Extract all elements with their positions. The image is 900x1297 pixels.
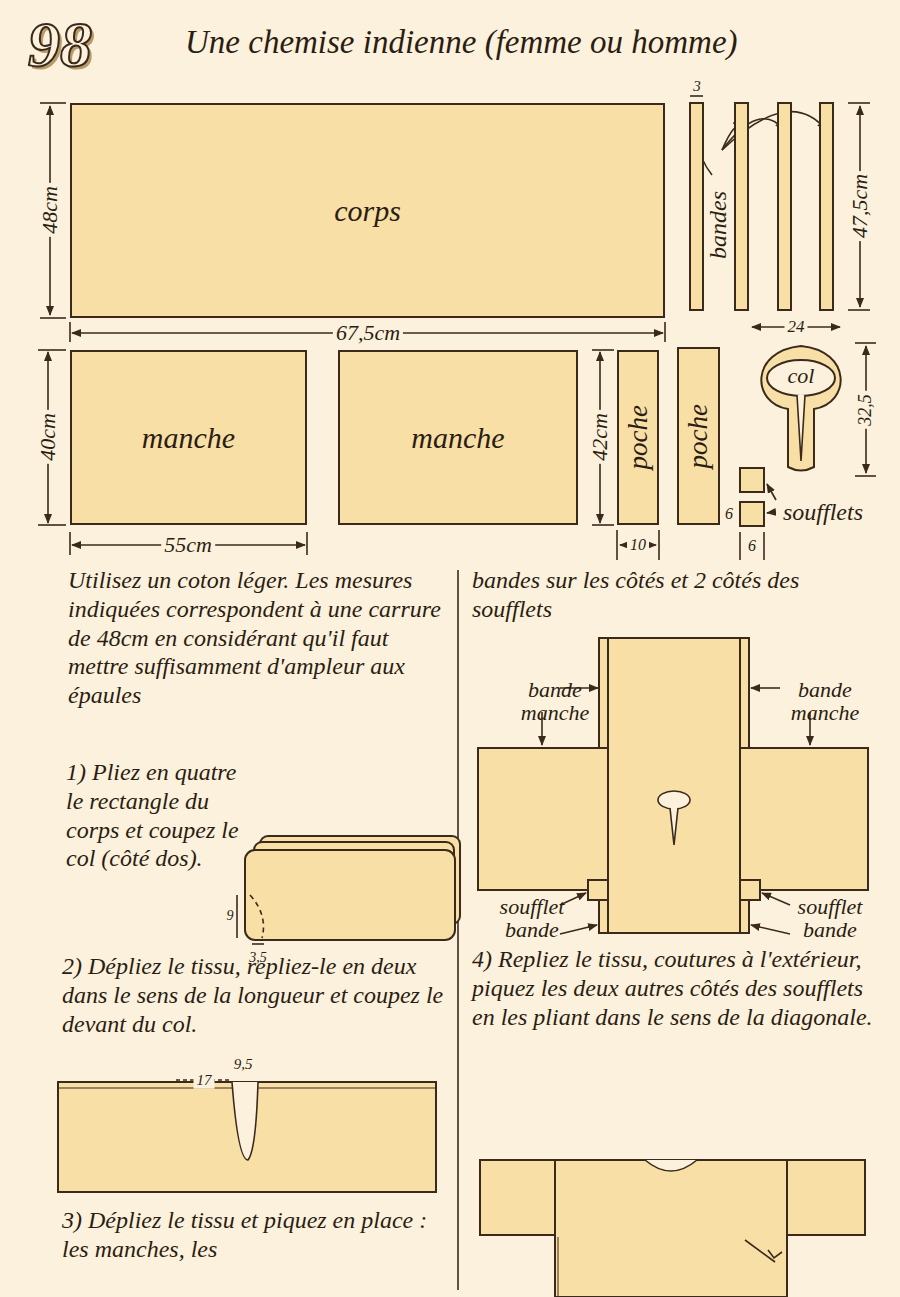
- dimension-label: 6: [748, 537, 756, 555]
- instruction-text: 2) Dépliez le tissu, repliez-le en deux …: [62, 952, 450, 1038]
- pattern-piece: poche: [617, 350, 659, 525]
- pattern-piece: manche: [338, 350, 578, 525]
- page-title: Une chemise indienne (femme ou homme): [185, 24, 738, 61]
- instruction-text: 3) Dépliez le tissu et piquez en place :…: [62, 1206, 452, 1264]
- dimension-label: 48cm: [38, 183, 62, 237]
- piece-name: poche: [622, 405, 654, 469]
- dimension-label: 24: [785, 318, 808, 337]
- dimension-label: soufflet bande: [790, 895, 870, 941]
- dimension-label: 40cm: [36, 410, 60, 464]
- dimension-label: 42cm: [588, 410, 612, 464]
- piece-name: poche: [682, 404, 714, 468]
- piece-name: manche: [142, 420, 235, 456]
- instruction-text: 4) Repliez le tissu, coutures à l'extéri…: [472, 945, 884, 1031]
- dimension-label: 6: [725, 505, 733, 523]
- dimension-label: 10: [627, 536, 649, 554]
- dimension-label: bande manche: [775, 678, 875, 724]
- pattern-piece: corps: [70, 103, 665, 318]
- dimension-label: bande manche: [505, 678, 605, 724]
- collar-piece: col: [748, 343, 854, 475]
- dimension-label: soufflet bande: [492, 895, 572, 941]
- instruction-text: 1) Pliez en quatre le rectangle du corps…: [66, 758, 244, 873]
- dimension-label: 9,5: [234, 1056, 253, 1073]
- instruction-text: bandes sur les côtés et 2 côtés des souf…: [472, 566, 884, 624]
- plate-number: 98: [28, 8, 92, 82]
- dimension-label: 3: [693, 78, 701, 95]
- piece-name: col: [748, 363, 854, 389]
- dimension-label: 32,5: [856, 391, 876, 429]
- dimension-label: 55cm: [161, 533, 215, 557]
- piece-name: corps: [334, 193, 401, 229]
- dimension-label: 67,5cm: [333, 321, 403, 345]
- dimension-label: 47,5cm: [848, 171, 872, 241]
- dimension-label: 17: [194, 1072, 215, 1089]
- pattern-piece: manche: [70, 350, 307, 525]
- pattern-piece: poche: [677, 347, 720, 525]
- dimension-label: soufflets: [783, 499, 863, 525]
- dimension-label: 9: [227, 908, 234, 923]
- collar-outline: [748, 343, 854, 475]
- instruction-text: Utilisez un coton léger. Les mesures ind…: [68, 566, 448, 710]
- dimension-label: bandes: [705, 191, 731, 259]
- piece-name: manche: [411, 420, 504, 456]
